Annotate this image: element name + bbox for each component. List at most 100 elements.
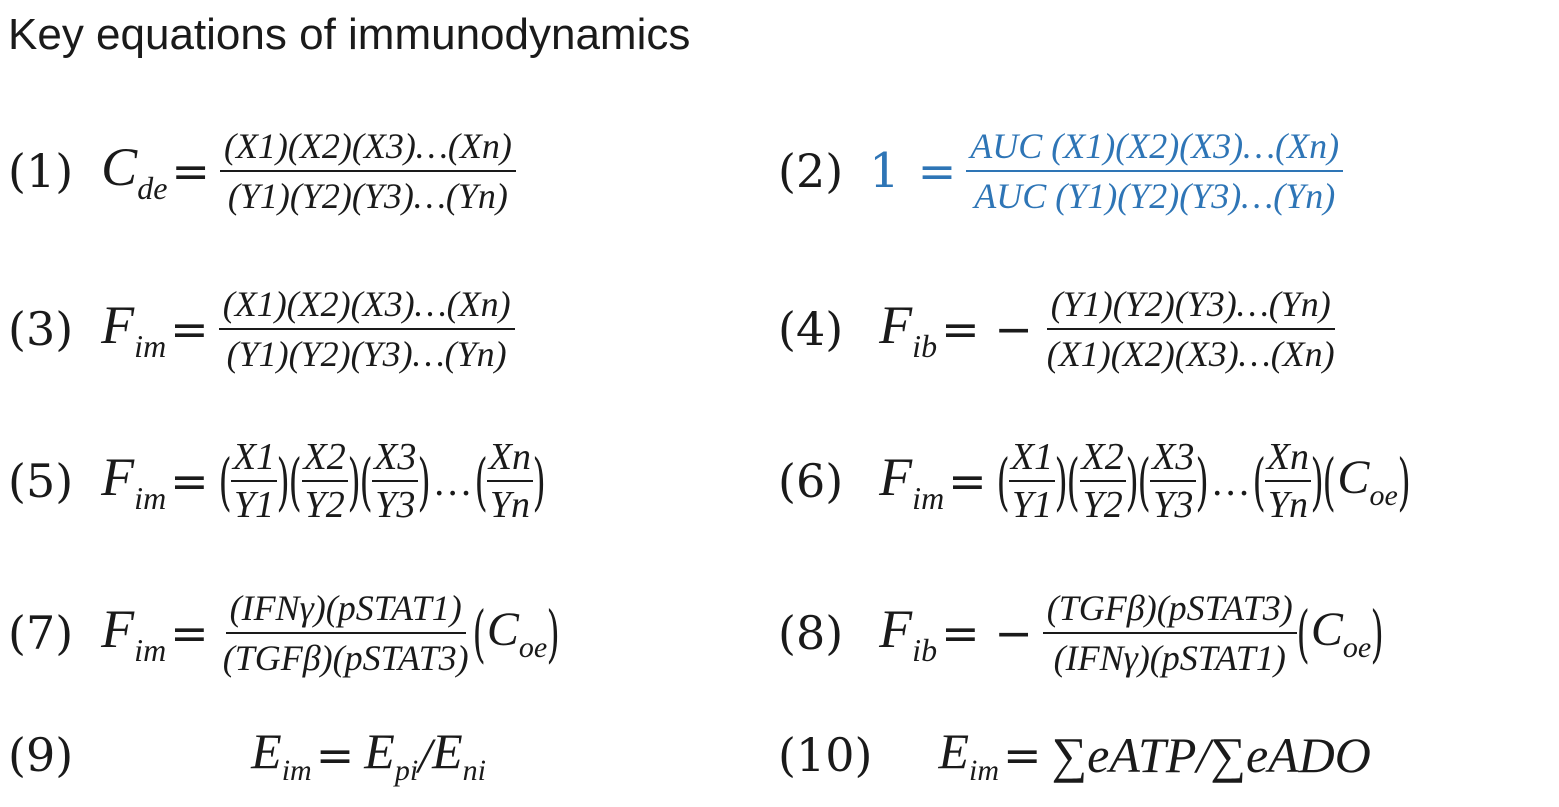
equation-lhs: Eim: [938, 722, 999, 788]
equation-lhs: Fim: [101, 446, 166, 517]
equation-2: (2) 1 = AUC (X1)(X2)(X3)…(Xn) AUC (Y1)(Y…: [778, 124, 1344, 218]
lhs-subscript: im: [912, 479, 945, 516]
denominator: Yn: [1267, 484, 1308, 526]
ratio-denominator-subscript: ni: [462, 754, 486, 787]
denominator: Yn: [489, 484, 530, 526]
equals-sign: =: [170, 454, 209, 508]
equation-number: (8): [778, 606, 844, 660]
left-paren: (: [996, 444, 1010, 518]
factor-symbol: C: [486, 602, 519, 656]
equation-number: (9): [8, 728, 74, 782]
equals-sign: =: [170, 606, 209, 660]
ellipsis: …: [1210, 458, 1251, 504]
lhs-subscript: im: [968, 754, 999, 787]
factor-subscript: oe: [1369, 478, 1398, 512]
equation-8: (8) Fib = − (TGFβ)(pSTAT3) (IFNγ)(pSTAT1…: [778, 586, 1384, 680]
lhs-subscript: im: [281, 754, 312, 787]
lhs-symbol: F: [879, 598, 913, 659]
equation-number: (10): [778, 728, 873, 782]
lhs-subscript: ib: [912, 631, 938, 668]
equals-sign: =: [171, 144, 210, 198]
left-paren: (: [1137, 444, 1151, 518]
denominator: Y2: [1082, 484, 1123, 526]
lhs-subscript: im: [134, 631, 167, 668]
denominator: Y2: [304, 484, 345, 526]
left-paren: (: [359, 444, 373, 518]
lhs-symbol: F: [101, 294, 135, 355]
fraction: (Y1)(Y2)(Y3)…(Yn) (X1)(X2)(X3)…(Xn): [1043, 282, 1339, 376]
left-paren: (: [1296, 596, 1310, 670]
numerator: AUC (X1)(X2)(X3)…(Xn): [966, 124, 1344, 172]
lhs-symbol: F: [879, 294, 913, 355]
numerator: X2: [301, 436, 348, 482]
equation-number: (7): [8, 606, 74, 660]
denominator: Y1: [1011, 484, 1053, 526]
numerator: X2: [1079, 436, 1126, 482]
lhs-symbol: F: [879, 446, 913, 507]
denominator: (Y1)(Y2)(Y3)…(Yn): [227, 176, 508, 216]
right-paren: ): [1397, 444, 1411, 518]
numerator: (TGFβ)(pSTAT3): [1042, 586, 1297, 634]
numerator: Xn: [1264, 436, 1312, 482]
equation-number: (3): [8, 302, 74, 356]
fraction: (TGFβ)(pSTAT3) (IFNγ)(pSTAT1): [1042, 586, 1297, 680]
denominator: (TGFβ)(pSTAT3): [222, 638, 469, 678]
denominator: Y1: [233, 484, 275, 526]
equals-minus-sign: = −: [941, 606, 1033, 660]
left-paren: (: [474, 444, 488, 518]
denominator: Y3: [1153, 484, 1194, 526]
equation-lhs: Fib: [879, 294, 937, 365]
ratio-numerator: Epi: [364, 722, 418, 788]
right-paren: ): [1310, 444, 1324, 518]
right-paren: ): [546, 596, 560, 670]
equals-sign: =: [917, 144, 957, 198]
factor: Coe: [1311, 602, 1371, 665]
left-paren: (: [472, 596, 486, 670]
denominator: AUC (Y1)(Y2)(Y3)…(Yn): [974, 176, 1336, 216]
factor-subscript: oe: [1342, 630, 1372, 664]
equation-lhs: Eim: [251, 722, 312, 788]
equals-sign: =: [1002, 728, 1042, 782]
lhs-symbol: F: [101, 598, 135, 659]
right-paren: ): [1125, 444, 1139, 518]
lhs-subscript: im: [134, 479, 167, 516]
equation-7: (7) Fim = (IFNγ)(pSTAT1) (TGFβ)(pSTAT3) …: [8, 586, 560, 680]
left-paren: (: [218, 444, 232, 518]
factor: Coe: [487, 602, 547, 665]
left-paren: (: [288, 444, 303, 518]
left-paren: (: [1252, 444, 1266, 518]
ratio-numerator-symbol: E: [364, 723, 395, 779]
factor-symbol: C: [1337, 450, 1370, 504]
ratio-slash: /: [418, 727, 433, 783]
numerator: X3: [372, 436, 419, 482]
numerator: X3: [1150, 436, 1197, 482]
right-paren: ): [532, 444, 546, 518]
ellipsis: …: [432, 458, 473, 504]
equation-1: (1) Cde = (X1)(X2)(X3)…(Xn) (Y1)(Y2)(Y3)…: [8, 124, 516, 218]
numerator: (IFNγ)(pSTAT1): [225, 586, 466, 634]
right-paren: ): [1195, 444, 1210, 518]
right-paren: ): [347, 444, 361, 518]
equation-lhs: Fib: [879, 598, 937, 669]
denominator: (Y1)(Y2)(Y3)…(Yn): [226, 334, 507, 374]
equation-rhs: ∑eATP/∑eADO: [1051, 727, 1371, 783]
equation-number: (5): [8, 454, 74, 508]
ratio-denominator-symbol: E: [432, 723, 463, 779]
numerator: X1: [230, 436, 278, 482]
left-paren: (: [1322, 444, 1336, 518]
denominator: (IFNγ)(pSTAT1): [1053, 638, 1286, 678]
numerator: (X1)(X2)(X3)…(Xn): [218, 282, 515, 330]
denominator: (X1)(X2)(X3)…(Xn): [1046, 334, 1335, 374]
denominator: Y3: [375, 484, 416, 526]
fraction: (X1)(X2)(X3)…(Xn) (Y1)(Y2)(Y3)…(Yn): [219, 124, 516, 218]
equation-number: (6): [778, 454, 844, 508]
page-title: Key equations of immunodynamics: [8, 10, 691, 59]
